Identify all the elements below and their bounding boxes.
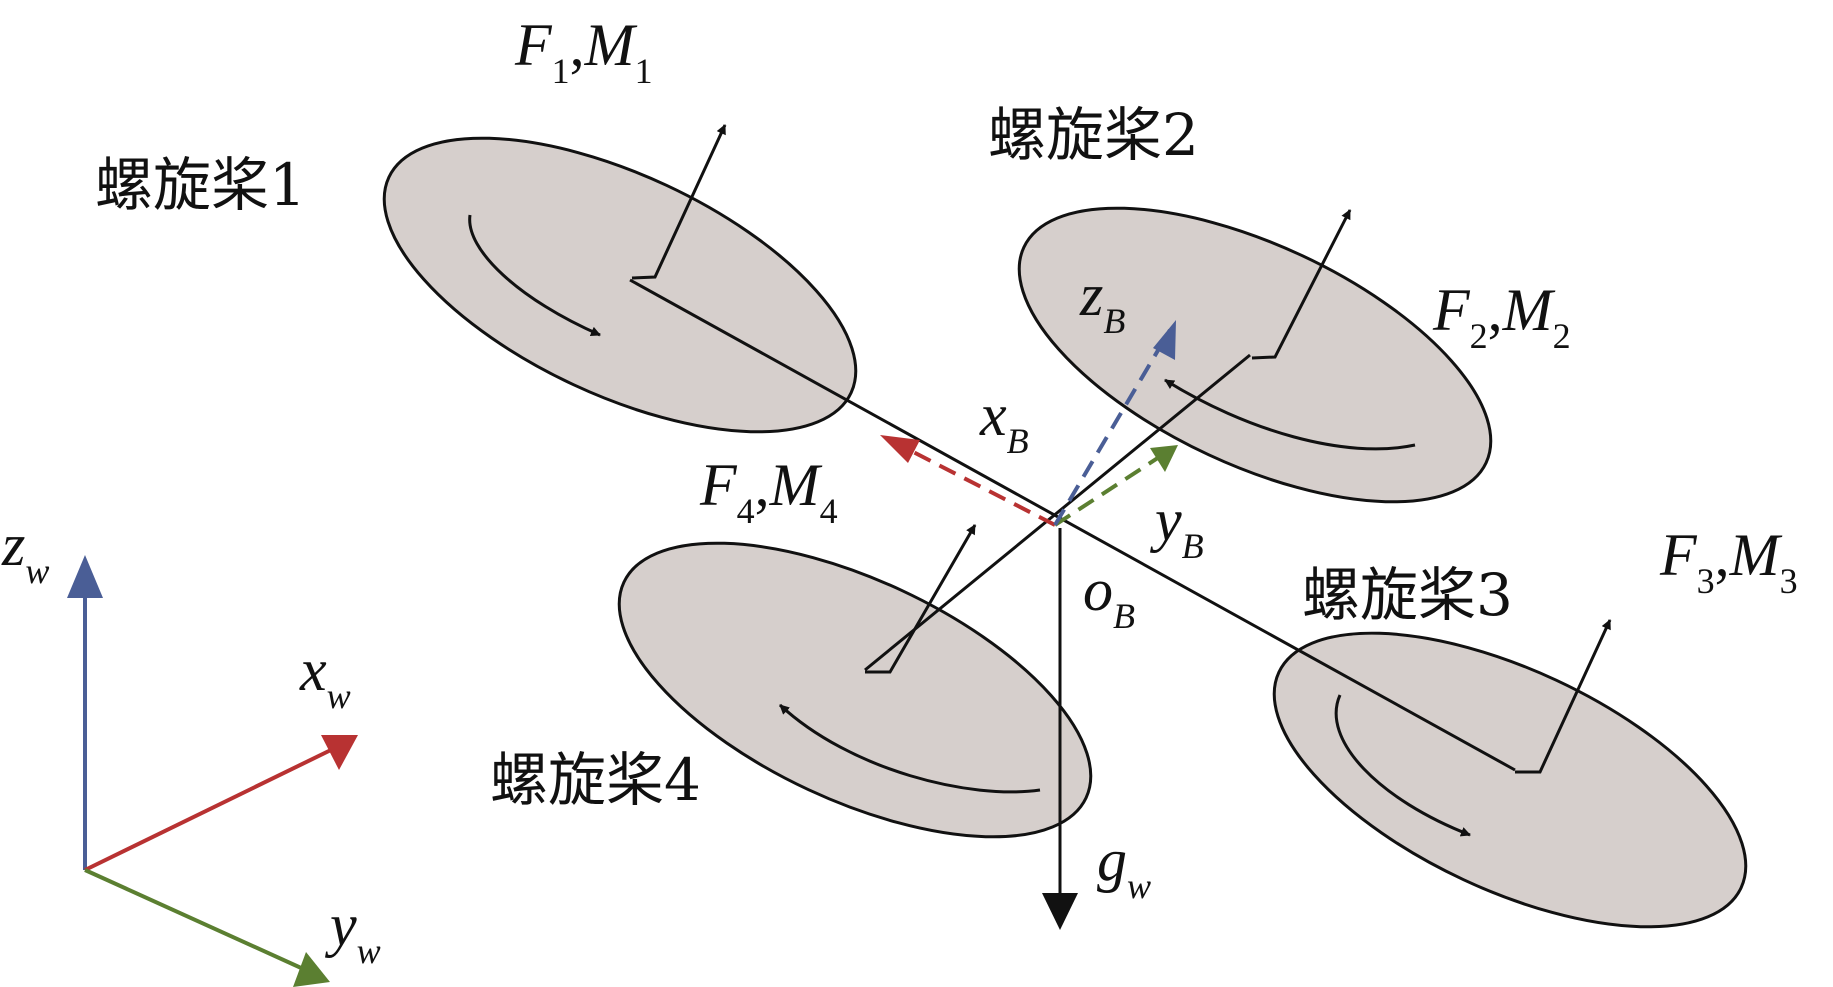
body-frame-labels: xB yB zB oB	[979, 262, 1204, 636]
propeller-3-disc	[1272, 631, 1748, 929]
world-y-arrowhead	[293, 952, 330, 987]
body-x-label: xB	[979, 382, 1029, 461]
world-x-arrowhead	[321, 735, 358, 770]
propeller-4-label: 螺旋桨4	[490, 746, 701, 814]
world-frame-labels: zw xw yw	[1, 512, 381, 971]
arm-2-4	[864, 353, 1251, 672]
world-frame-axes	[67, 555, 358, 987]
force-moment-label-2: F2,M2	[1432, 277, 1571, 356]
world-x-label: xw	[299, 637, 351, 716]
body-origin-label: oB	[1083, 557, 1135, 636]
world-z-arrowhead	[67, 555, 103, 598]
gravity-vector	[1042, 528, 1078, 930]
propeller-4-disc	[617, 541, 1093, 839]
arms	[629, 278, 1516, 772]
world-z-label: zw	[1, 512, 49, 591]
force-vectors	[631, 124, 1612, 774]
force-moment-label-3: F3,M3	[1659, 522, 1798, 601]
propeller-2-disc	[1017, 206, 1493, 504]
force-2-arrow	[1251, 209, 1352, 360]
body-y-arrowhead	[1150, 445, 1178, 472]
body-y-axis	[1053, 448, 1172, 527]
body-y-label: yB	[1149, 487, 1204, 566]
world-y-label: yw	[324, 892, 381, 971]
force-4-arrow	[865, 524, 977, 674]
force-moment-label-4: F4,M4	[699, 452, 838, 531]
gravity-arrowhead	[1042, 893, 1078, 930]
world-y-axis	[84, 868, 311, 974]
force-1-arrow	[631, 124, 727, 280]
body-z-label: zB	[1079, 262, 1125, 341]
propeller-discs	[382, 136, 1748, 929]
propeller-1-disc	[382, 136, 858, 434]
propeller-2-label: 螺旋桨2	[988, 101, 1199, 169]
propeller-3-label: 螺旋桨3	[1302, 561, 1513, 629]
rotation-2-arrow	[1164, 378, 1416, 451]
body-frame-axes	[880, 320, 1178, 527]
propeller-labels: 螺旋桨1 螺旋桨2 螺旋桨3 螺旋桨4	[95, 101, 1513, 814]
body-x-arrowhead	[880, 435, 920, 463]
propeller-1-label: 螺旋桨1	[95, 151, 306, 219]
force-moment-label-1: F1,M1	[514, 12, 653, 91]
rotation-arrows	[468, 214, 1471, 837]
body-x-axis	[889, 438, 1056, 527]
rotation-1-arrow	[468, 214, 601, 337]
force-3-arrow	[1515, 619, 1612, 774]
gravity-label: gw	[1097, 827, 1151, 906]
arm-1-3	[629, 278, 1516, 772]
world-x-axis	[84, 746, 336, 872]
rotation-4-arrow	[778, 703, 1041, 794]
body-z-axis	[1053, 328, 1172, 527]
body-z-arrowhead	[1153, 320, 1176, 360]
force-moment-labels: F1,M1 F2,M2 F3,M3 F4,M4	[514, 12, 1798, 601]
rotation-3-arrow	[1334, 694, 1471, 837]
